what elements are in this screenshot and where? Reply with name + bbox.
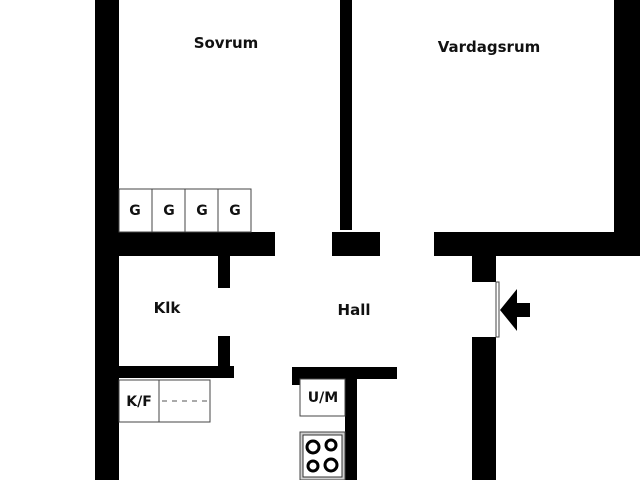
wall-bedroom-bottom (119, 232, 275, 256)
wardrobe-label: G (196, 203, 208, 219)
wall-closet-lower (218, 336, 230, 368)
room-label-living-room: Vardagsrum (438, 38, 541, 56)
wall-kitchen-left (292, 367, 300, 385)
room-label-bedroom: Sovrum (194, 34, 259, 52)
wardrobe-label: G (229, 203, 241, 219)
wardrobe-label: G (163, 203, 175, 219)
washer-outline (299, 378, 346, 417)
entrance-opening (495, 281, 500, 338)
wardrobe-row: G G G G (118, 188, 252, 233)
wall-hall-pillar (332, 232, 380, 256)
fridge-freezer-label: K/F (126, 394, 152, 410)
stove-burner (323, 457, 339, 473)
wardrobe-label: G (129, 203, 141, 219)
wall-kitchen-top (292, 367, 397, 379)
room-label-closet: Klk (154, 299, 182, 317)
wall-entrance-upper (472, 256, 496, 282)
wall-right-outer (614, 0, 640, 256)
stove-icon (299, 431, 346, 480)
washer-label: U/M (308, 390, 338, 406)
stove-burner (306, 459, 320, 473)
stove-burner (305, 439, 321, 455)
wall-left-outer (95, 0, 119, 480)
wall-living-bottom (434, 232, 640, 256)
wall-bedroom-living (340, 0, 352, 230)
counter-outline (158, 379, 211, 423)
entrance-arrow-icon (500, 289, 530, 331)
room-label-hall: Hall (338, 301, 371, 319)
fridge-freezer: K/F (118, 379, 211, 423)
wall-closet-upper (218, 256, 230, 288)
wall-entrance-lower (472, 337, 496, 480)
wall-closet-bottom (119, 366, 234, 378)
wall-kitchen-right (345, 367, 357, 480)
stove-burner (324, 438, 338, 452)
washer: U/M (299, 378, 346, 417)
